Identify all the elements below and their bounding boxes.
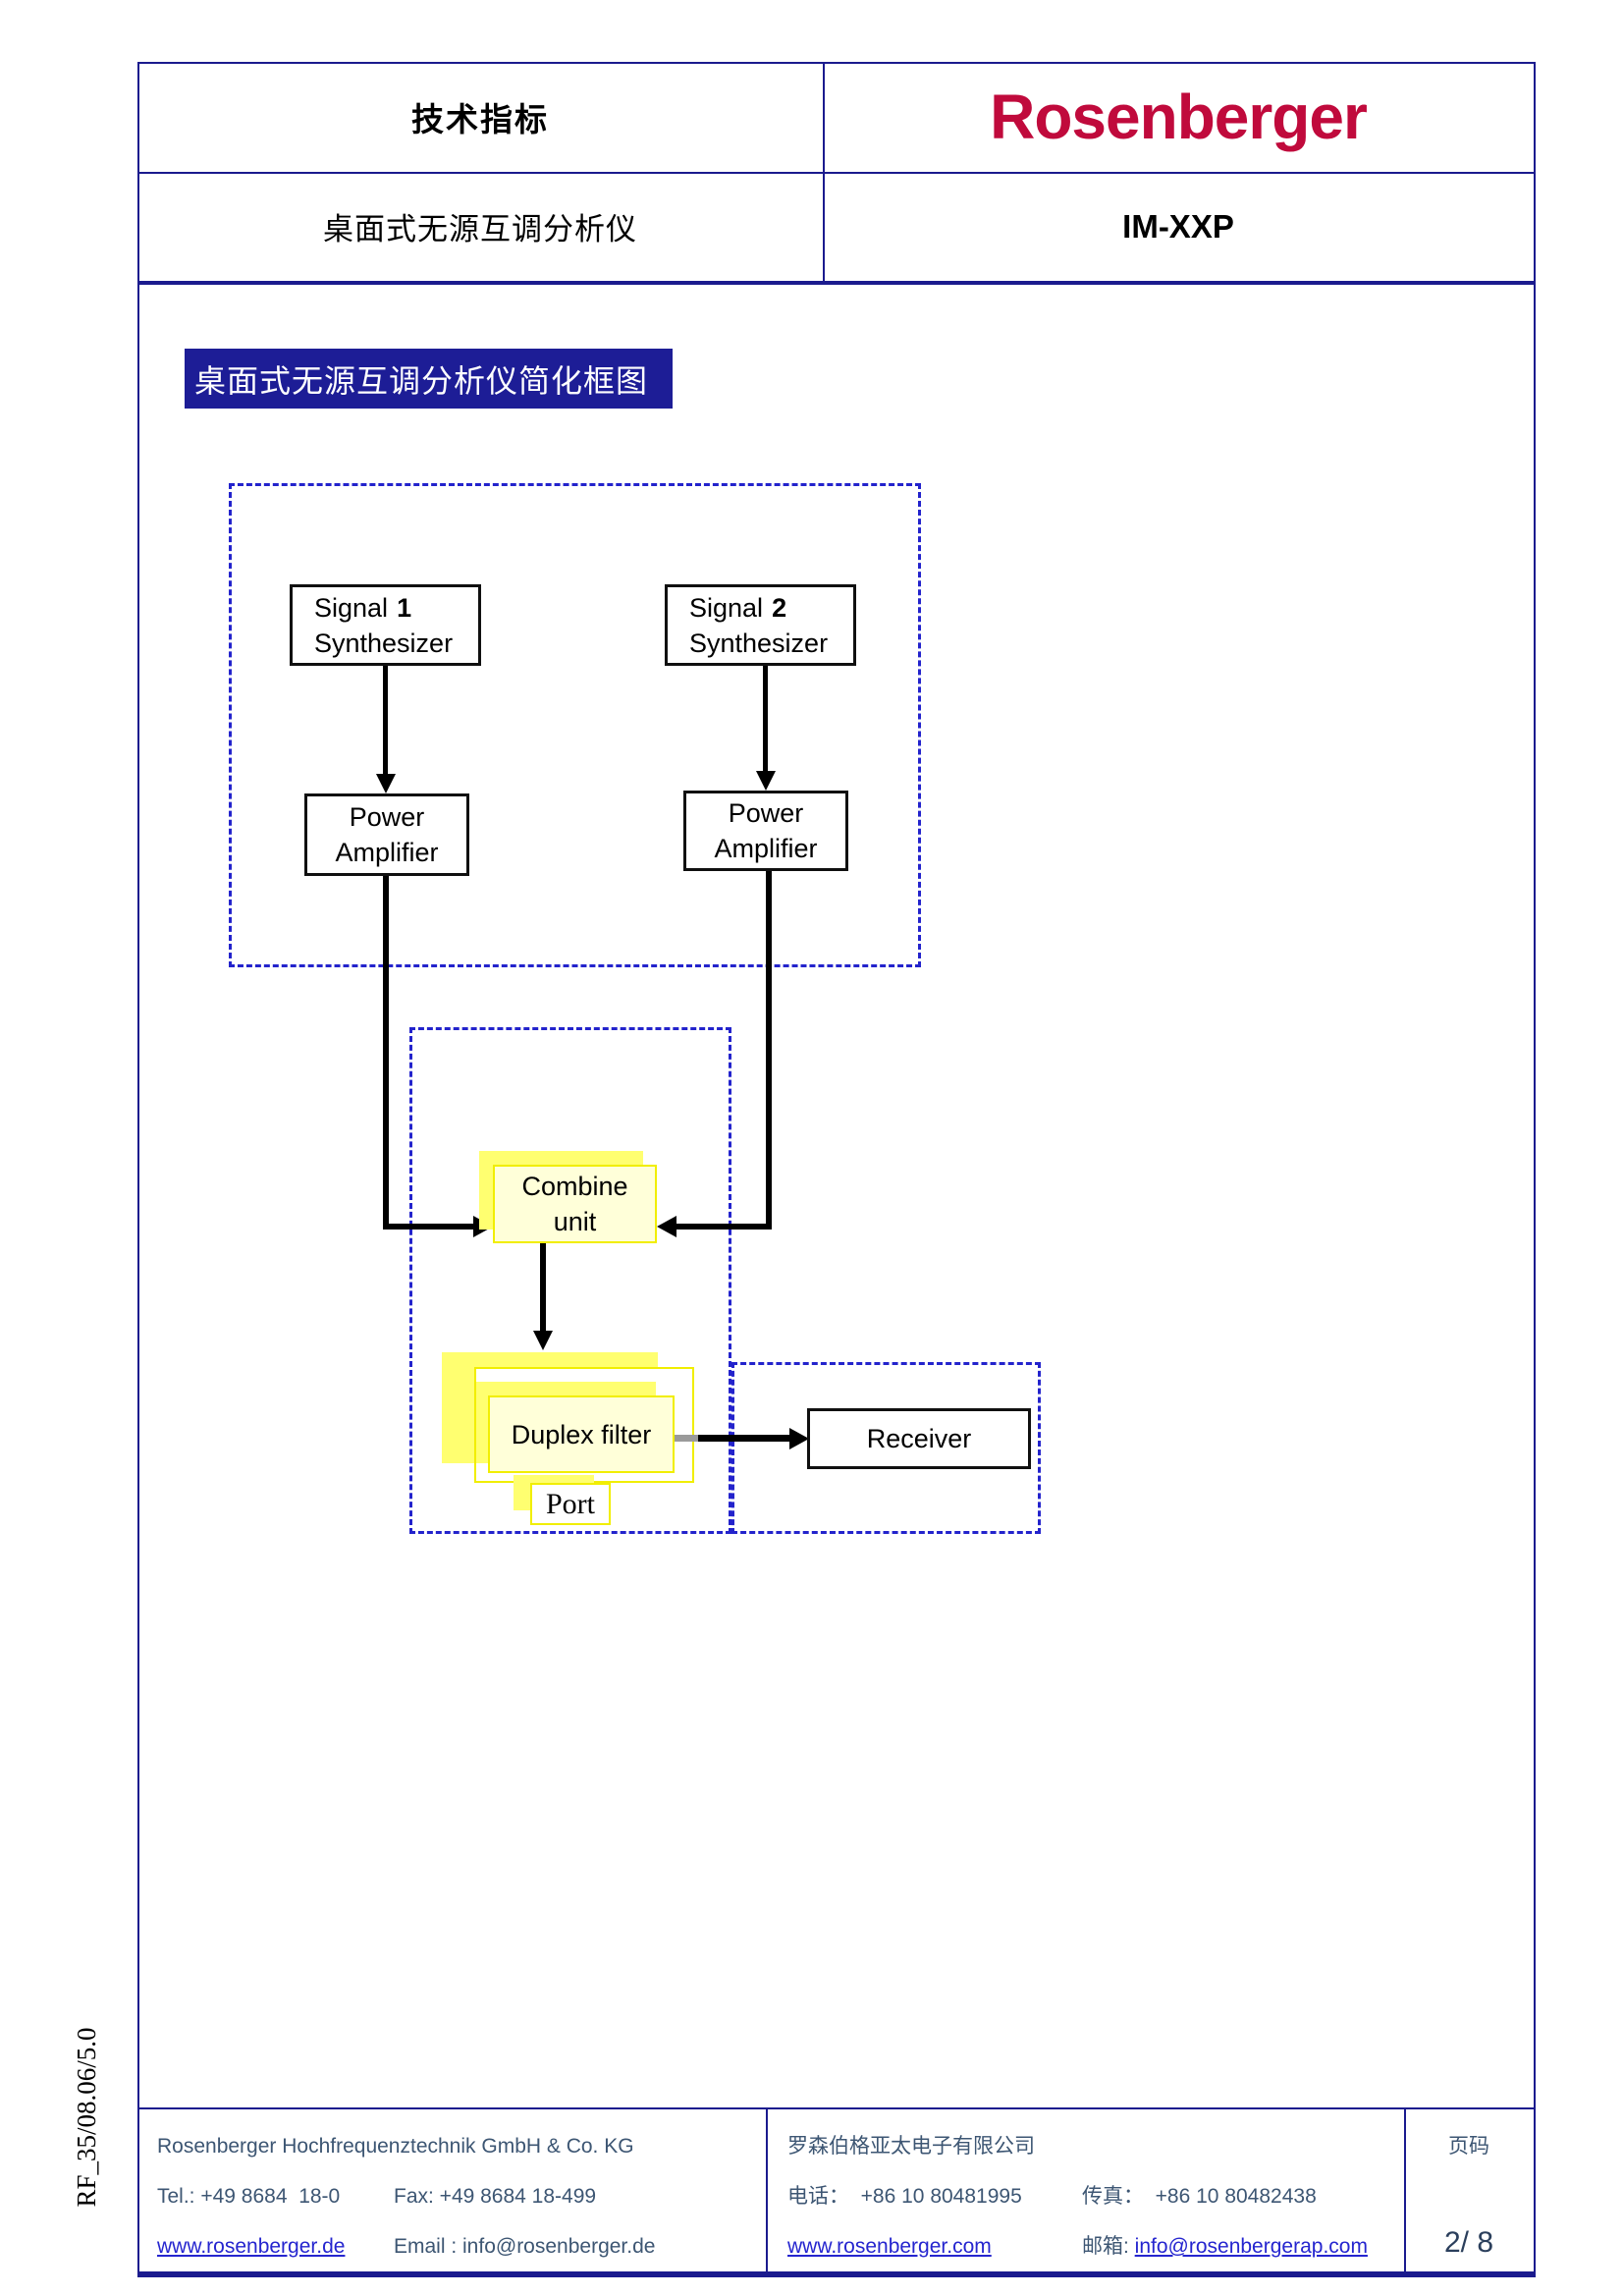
footer-company-cn: 罗森伯格亚太电子有限公司 [787,2135,1035,2158]
header-column-divider [823,62,825,285]
connector-duplex-receiver-gray [675,1435,698,1442]
header-bottom-border [137,281,1534,285]
footer-tel-de: Tel.: +49 8684 18-0 [157,2185,341,2208]
document-code-vertical: RF_35/08.06/5.0 [72,2027,101,2208]
page-frame [137,62,1536,2277]
footer-fax-cn: 传真： +86 10 80482438 [1082,2185,1317,2208]
connector-pa1-across [383,1224,475,1230]
model-number: IM-XXP [1122,207,1234,245]
footer-top-border [137,2107,1534,2109]
connector-sig2-pa2 [763,666,768,774]
arrowhead-sig2-pa2 [756,771,776,791]
receiver-block: Receiver [807,1408,1031,1469]
footer-divider-2 [1404,2107,1406,2275]
arrowhead-into-duplex [533,1331,553,1350]
product-name: 桌面式无源互调分析仪 [323,212,637,246]
connector-duplex-receiver [698,1435,791,1442]
footer-tel-cn: 电话： +86 10 80481995 [787,2185,1022,2208]
duplex-filter-block: Duplex filter [488,1395,675,1473]
signal-source-group-box [229,483,921,967]
footer-email-cn-link[interactable]: info@rosenbergerap.com [1134,2235,1368,2258]
header-row-divider [137,172,1534,174]
arrowhead-into-receiver [789,1428,809,1449]
footer-company-de: Rosenberger Hochfrequenztechnik GmbH & C… [157,2135,634,2158]
brand-logo: Rosenberger [990,82,1368,152]
arrowhead-sig1-pa1 [376,774,396,793]
footer-divider-1 [766,2107,768,2275]
footer-email-de: Email : info@rosenberger.de [394,2235,656,2258]
footer-email-cn: 邮箱: info@rosenbergerap.com [1082,2235,1368,2258]
combiner-group-box [409,1027,731,1534]
signal2-line2: Synthesizer [689,628,829,658]
port-block: Port [530,1483,611,1525]
combine-unit-block: Combine unit [493,1165,657,1243]
connector-pa2-across [676,1224,772,1230]
footer-fax-de: Fax: +49 8684 18-499 [394,2185,597,2208]
doc-type-title: 技术指标 [411,101,549,137]
footer-web-de-link[interactable]: www.rosenberger.de [157,2235,346,2258]
power-amplifier1-block: Power Amplifier [304,793,469,876]
page-number-label: 页码 [1448,2135,1489,2158]
arrowhead-into-combine-right [657,1216,676,1237]
connector-pa1-down [383,876,389,1230]
connector-pa2-down [766,871,772,1230]
power-amplifier2-block: Power Amplifier [683,791,848,871]
footer-web-cn-link[interactable]: www.rosenberger.com [787,2235,992,2258]
connector-combine-duplex [540,1243,546,1334]
signal1-line2: Synthesizer [314,628,454,658]
footer-bottom-border [137,2271,1534,2275]
connector-sig1-pa1 [383,666,388,778]
page-number-value: 2/ 8 [1443,2226,1494,2259]
diagram-section-title: 桌面式无源互调分析仪简化框图 [185,349,673,409]
receiver-group-box [731,1362,1041,1534]
